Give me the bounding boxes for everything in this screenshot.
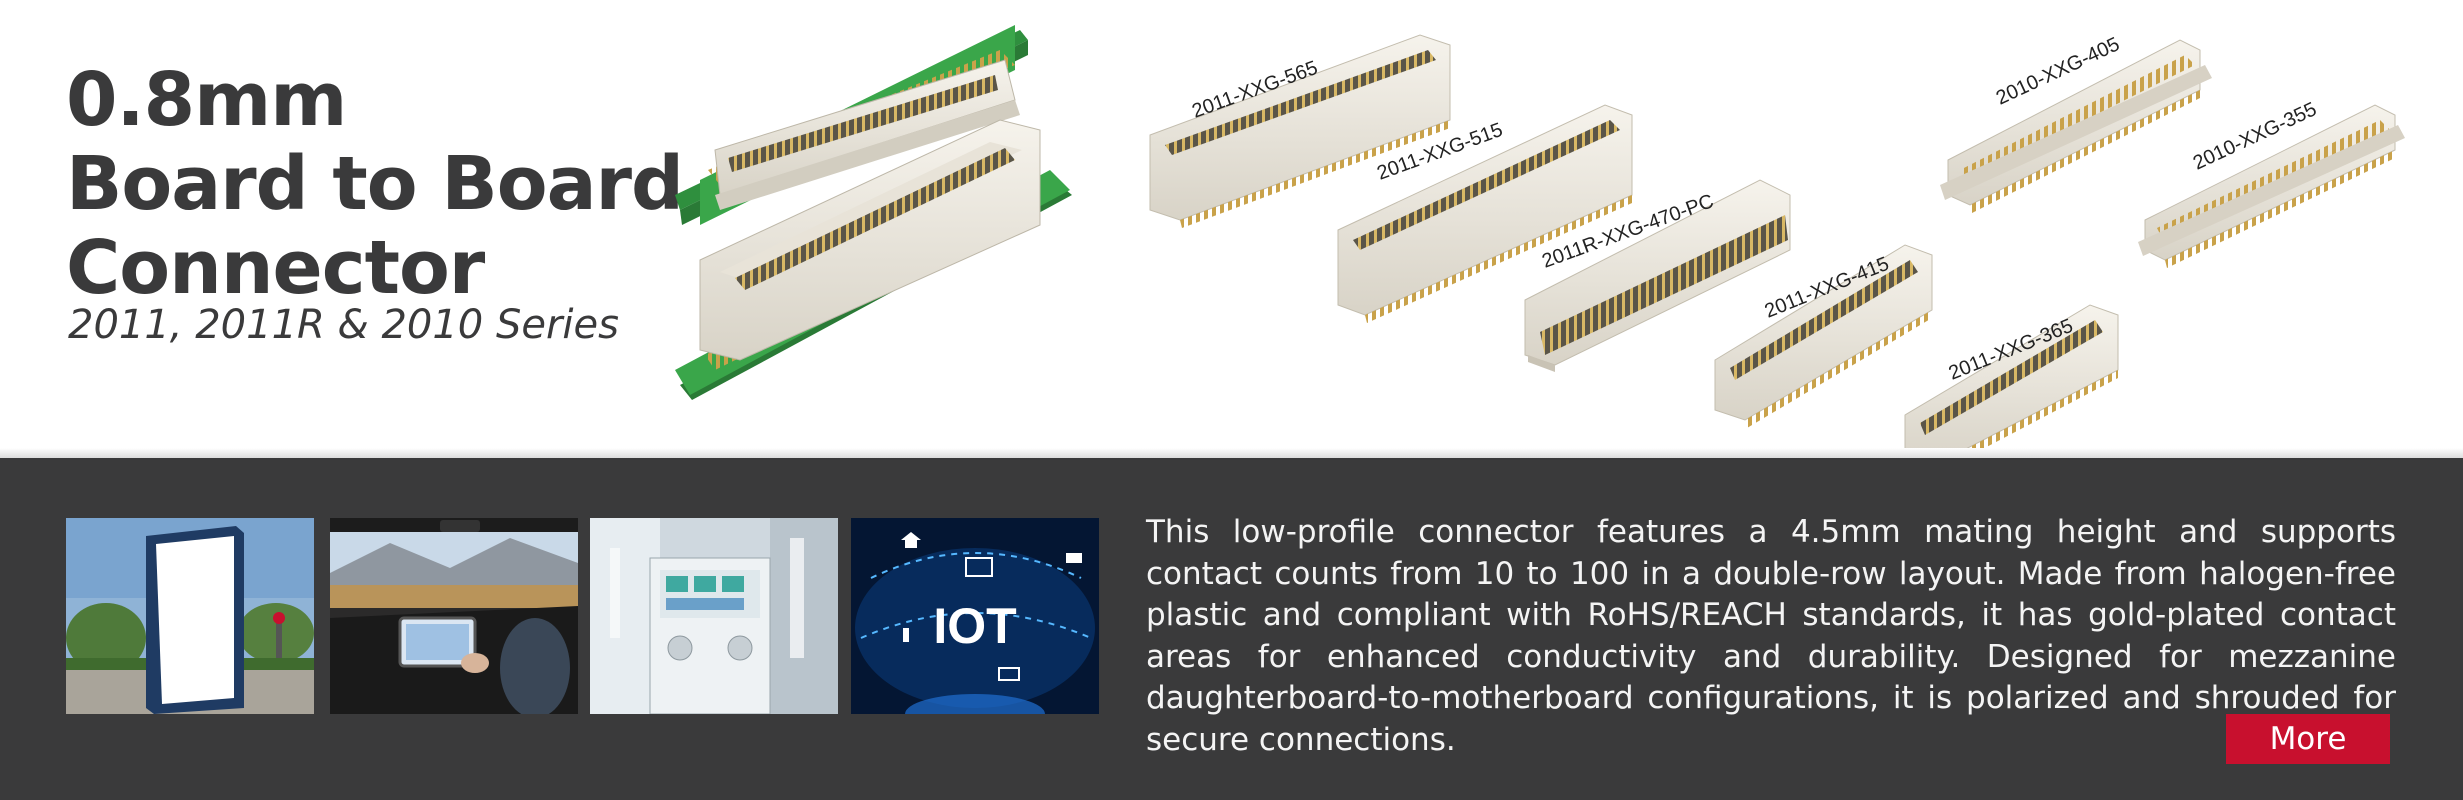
page-title: 0.8mm Board to Board Connector [66,57,684,311]
series-subtitle: 2011, 2011R & 2010 Series [68,302,619,348]
automotive-photo [330,518,578,714]
iot-photo: IOT [851,518,1099,714]
more-button[interactable]: More [2226,714,2390,764]
iot-text: IOT [933,598,1016,654]
connector-products-illustration: 2011-XXG-565 2011-XXG-515 2011R-XXG-470-… [675,25,2405,458]
title-line-3: Connector [66,225,485,311]
title-line-1: 0.8mm [66,57,347,143]
title-line-2: Board to Board [66,141,684,227]
connector-2010-405: 2010-XXG-405 [1940,33,2212,213]
product-description: This low-profile connector features a 4.… [1146,514,2396,758]
mated-connector-pair [675,25,1072,400]
connector-2011-365: 2011-XXG-365 [1904,304,2119,458]
signage-photo [66,518,314,714]
connector-2011-415: 2011-XXG-415 [1714,244,1933,428]
hero-section: 0.8mm Board to Board Connector 2011, 201… [66,25,2405,458]
connector-2010-355: 2010-XXG-355 [2138,98,2405,268]
medical-photo [590,518,838,714]
